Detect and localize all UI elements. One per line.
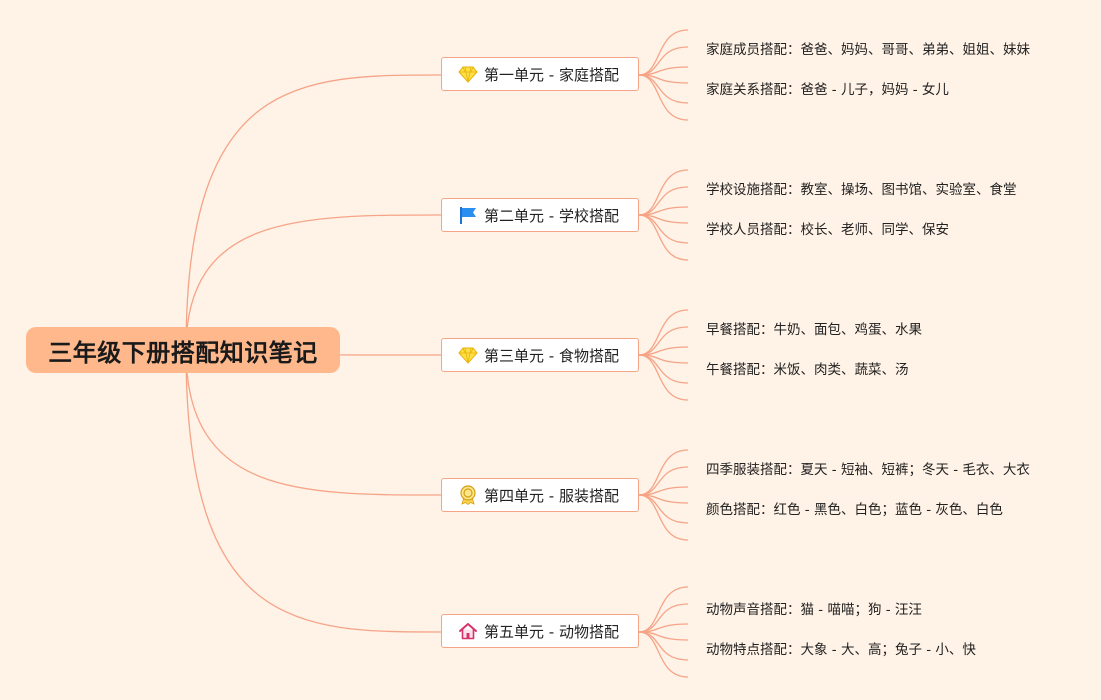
gem-icon xyxy=(458,345,478,365)
root-topic[interactable]: 三年级下册搭配知识笔记 xyxy=(26,327,340,373)
link-unit-2-fan-1 xyxy=(638,169,689,216)
link-unit-1-fan-2 xyxy=(638,46,689,76)
award-icon xyxy=(458,485,478,505)
unit-label-1: 第一单元 - 家庭搭配 xyxy=(484,65,619,84)
link-unit-5-fan-5 xyxy=(638,631,689,661)
unit-node-2[interactable]: 第二单元 - 学校搭配 xyxy=(441,198,639,232)
root-title: 三年级下册搭配知识笔记 xyxy=(48,338,318,367)
link-unit-4-fan-5 xyxy=(638,494,689,524)
link-unit-3-fan-2 xyxy=(638,326,689,356)
gem-icon xyxy=(458,64,478,84)
link-root-unit-5 xyxy=(185,349,442,633)
link-unit-5-fan-6 xyxy=(638,631,689,678)
leaf-1-2[interactable]: 家庭关系搭配：爸爸 - 儿子，妈妈 - 女儿 xyxy=(706,82,949,98)
unit-label-3: 第三单元 - 食物搭配 xyxy=(484,346,619,365)
link-root-unit-2 xyxy=(185,214,442,351)
unit-label-5: 第五单元 - 动物搭配 xyxy=(484,622,619,641)
unit-label-4: 第四单元 - 服装搭配 xyxy=(484,486,619,505)
link-unit-1-fan-1 xyxy=(638,29,689,76)
link-unit-4-fan-6 xyxy=(638,494,689,541)
link-root-unit-4 xyxy=(185,349,442,496)
leaf-3-2[interactable]: 午餐搭配：米饭、肉类、蔬菜、汤 xyxy=(706,362,909,378)
leaf-2-2[interactable]: 学校人员搭配：校长、老师、同学、保安 xyxy=(706,222,949,238)
link-unit-5-fan-1 xyxy=(638,586,689,633)
leaf-2-1[interactable]: 学校设施搭配：教室、操场、图书馆、实验室、食堂 xyxy=(706,182,1017,198)
flag-icon xyxy=(458,205,478,225)
link-unit-5-fan-2 xyxy=(638,603,689,633)
link-unit-4-fan-2 xyxy=(638,466,689,496)
leaf-3-1[interactable]: 早餐搭配：牛奶、面包、鸡蛋、水果 xyxy=(706,322,922,338)
unit-node-4[interactable]: 第四单元 - 服装搭配 xyxy=(441,478,639,512)
link-unit-4-fan-1 xyxy=(638,449,689,496)
leaf-4-2[interactable]: 颜色搭配：红色 - 黑色、白色；蓝色 - 灰色、白色 xyxy=(706,502,1003,518)
link-root-unit-1 xyxy=(185,74,442,351)
link-unit-3-fan-5 xyxy=(638,354,689,384)
link-unit-2-fan-6 xyxy=(638,214,689,261)
home-icon xyxy=(458,621,478,641)
link-unit-1-fan-5 xyxy=(638,74,689,104)
unit-node-5[interactable]: 第五单元 - 动物搭配 xyxy=(441,614,639,648)
leaf-5-1[interactable]: 动物声音搭配：猫 - 喵喵；狗 - 汪汪 xyxy=(706,602,922,618)
link-unit-3-fan-6 xyxy=(638,354,689,401)
unit-node-1[interactable]: 第一单元 - 家庭搭配 xyxy=(441,57,639,91)
leaf-4-1[interactable]: 四季服装搭配：夏天 - 短袖、短裤；冬天 - 毛衣、大衣 xyxy=(706,462,1030,478)
leaf-1-1[interactable]: 家庭成员搭配：爸爸、妈妈、哥哥、弟弟、姐姐、妹妹 xyxy=(706,42,1030,58)
unit-node-3[interactable]: 第三单元 - 食物搭配 xyxy=(441,338,639,372)
link-unit-2-fan-2 xyxy=(638,186,689,216)
link-unit-1-fan-6 xyxy=(638,74,689,121)
unit-label-2: 第二单元 - 学校搭配 xyxy=(484,206,619,225)
leaf-5-2[interactable]: 动物特点搭配：大象 - 大、高；兔子 - 小、快 xyxy=(706,642,976,658)
link-unit-3-fan-1 xyxy=(638,309,689,356)
link-unit-2-fan-5 xyxy=(638,214,689,244)
